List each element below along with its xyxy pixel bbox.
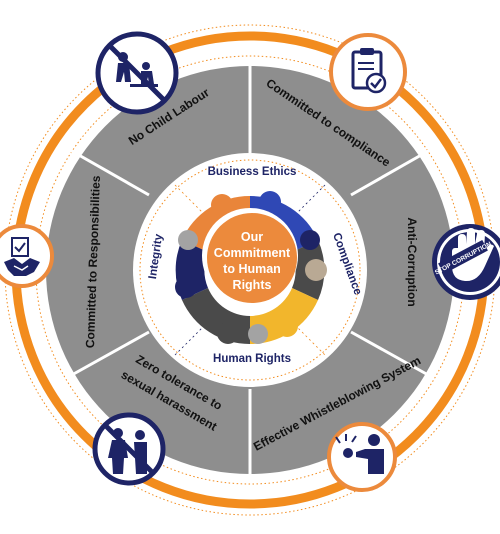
- no-child-labour-icon: [95, 31, 179, 115]
- inner-label-business-ethics: Business Ethics: [208, 166, 297, 178]
- center-line-2: Commitment: [214, 246, 291, 260]
- navy-guide-lines: [174, 184, 326, 356]
- people-ring: [175, 191, 327, 345]
- no-harassment-icon: [92, 412, 166, 486]
- center-line-4: Rights: [233, 278, 272, 292]
- center-circle: [207, 213, 297, 303]
- stop-corruption-hand-icon: STOP CORRUPTION: [432, 224, 500, 300]
- segment-dividers: [69, 66, 431, 475]
- inner-guide-ring: [139, 159, 361, 381]
- whistleblower-icon: [327, 422, 397, 492]
- center-line-3: to Human: [223, 262, 281, 276]
- handshake-document-icon: [0, 224, 54, 288]
- segment-label-anti-corruption: Anti-Corruption: [405, 217, 419, 306]
- inner-label-human-rights: Human Rights: [213, 353, 291, 365]
- orange-guide-lines: [174, 184, 326, 356]
- segment-label-committed-to-responsibilities: Committed to Responsibilities: [83, 175, 103, 348]
- center-line-1: Our: [241, 230, 263, 244]
- clipboard-check-icon: [329, 33, 407, 111]
